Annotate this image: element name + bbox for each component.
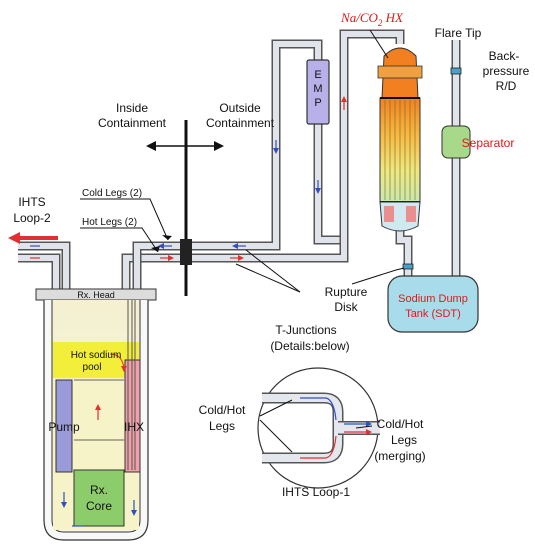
cold-hot-legs-label-1: Cold/Hot bbox=[199, 403, 246, 417]
hot-pool-label-1: Hot sodium bbox=[71, 350, 122, 361]
rupture-disk-label-1: Rupture bbox=[325, 285, 368, 299]
hx-label-pointer bbox=[369, 29, 389, 59]
containment-arrow-right-head bbox=[214, 141, 224, 151]
merging-label-3: (merging) bbox=[374, 449, 425, 463]
ihx-label: IHX bbox=[124, 420, 144, 434]
ihts-loop1-label: IHTS Loop-1 bbox=[282, 485, 350, 499]
cold-hot-legs-label-2: Legs bbox=[209, 419, 235, 433]
detail-pointers bbox=[259, 399, 373, 453]
merging-label-2: Legs bbox=[391, 433, 417, 447]
inside-containment-2: Containment bbox=[98, 116, 167, 130]
emp-letter-e: E bbox=[314, 69, 321, 81]
rupture-disk bbox=[402, 263, 414, 270]
rx-head-label: Rx. Head bbox=[77, 290, 115, 300]
merging-label-1: Cold/Hot bbox=[377, 417, 424, 431]
core-label-1: Rx. bbox=[90, 483, 108, 497]
hot-pool-label-2: pool bbox=[83, 362, 102, 373]
sdt-label-1: Sodium Dump bbox=[398, 293, 468, 305]
flare-tip-label: Flare Tip bbox=[435, 26, 482, 40]
flow-arrows bbox=[30, 96, 347, 261]
emp-letter-m: M bbox=[313, 83, 322, 95]
loop2-arrow bbox=[8, 232, 58, 244]
ihx-internal-pipes bbox=[127, 300, 136, 470]
na-co2-hx bbox=[377, 47, 423, 232]
backpressure-label-1: Back- bbox=[489, 49, 520, 63]
label-pointers bbox=[80, 198, 405, 293]
backpressure-rd bbox=[450, 67, 462, 75]
containment-arrow-left-head bbox=[146, 141, 156, 151]
hx-title: Na/CO2 HX bbox=[340, 10, 404, 28]
tjunctions-label-1: T-Junctions bbox=[275, 323, 336, 337]
reactor-core bbox=[73, 469, 125, 527]
hot-legs-label: Hot Legs (2) bbox=[82, 217, 137, 228]
separator-body bbox=[441, 125, 471, 159]
outside-containment-2: Containment bbox=[206, 116, 275, 130]
backpressure-label-2: pressure bbox=[483, 64, 530, 78]
ihts-loop2-label-1: IHTS bbox=[18, 195, 45, 209]
emp-letter-p: P bbox=[314, 97, 321, 109]
backpressure-label-3: R/D bbox=[496, 79, 517, 93]
sdt-label-2: Tank (SDT) bbox=[405, 308, 461, 320]
emp-body bbox=[306, 59, 330, 125]
rupture-disk-label-2: Disk bbox=[334, 300, 358, 314]
cold-legs-label: Cold Legs (2) bbox=[82, 188, 142, 199]
ihts-loop2-label-2: Loop-2 bbox=[13, 211, 51, 225]
core-label-2: Core bbox=[86, 499, 112, 513]
separator-label: Separator bbox=[462, 136, 515, 150]
pump-label: Pump bbox=[48, 420, 80, 434]
tjunction-detail bbox=[257, 367, 380, 489]
tjunctions-label-2: (Details:below) bbox=[270, 339, 349, 353]
sdt-body bbox=[387, 275, 479, 333]
penetration-upper bbox=[180, 239, 192, 253]
outside-containment-1: Outside bbox=[219, 101, 261, 115]
outside-pipes bbox=[192, 29, 461, 284]
vessel-flow-arrows bbox=[61, 353, 137, 527]
inside-containment-1: Inside bbox=[116, 101, 148, 115]
pump-body bbox=[55, 379, 73, 473]
penetration-lower bbox=[180, 253, 192, 265]
